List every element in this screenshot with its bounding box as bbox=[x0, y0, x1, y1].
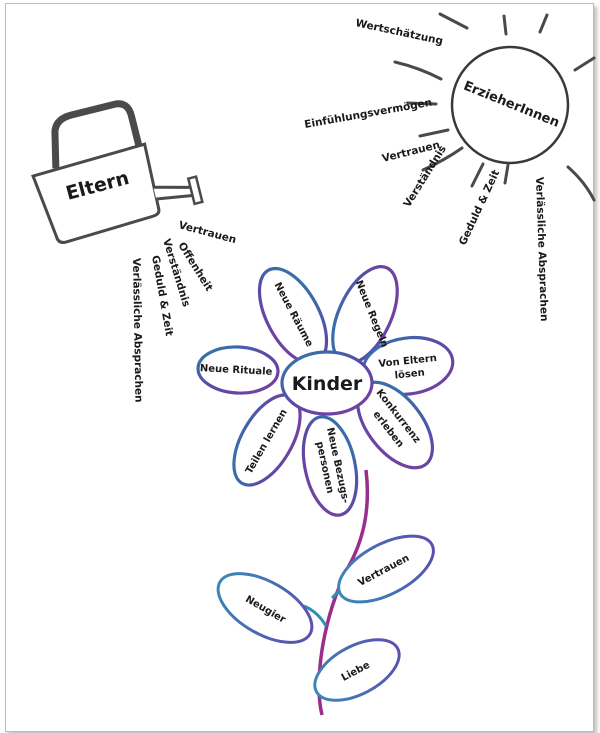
sun-ray-label: Einfühlungsvermögen bbox=[303, 97, 433, 131]
sun-ray bbox=[438, 12, 469, 30]
can-body bbox=[31, 142, 161, 244]
leaf-liebe-shape bbox=[313, 638, 401, 702]
can-water-label: Verlässliche Absprachen bbox=[130, 258, 145, 403]
flower-center: Kinder bbox=[280, 350, 374, 416]
sun-ray bbox=[538, 13, 549, 34]
leaf-liebe: Liebe bbox=[313, 638, 401, 702]
sun-ray bbox=[573, 56, 596, 72]
sun-ray bbox=[393, 60, 443, 81]
petal-bezugspersonen bbox=[301, 415, 359, 517]
watering-can bbox=[31, 100, 204, 244]
can-nozzle bbox=[186, 175, 204, 206]
sun-circle bbox=[450, 45, 570, 165]
flower-center-label: Kinder bbox=[292, 373, 363, 395]
sun: ErzieherInnen Wertschätzung Einfühlungsv… bbox=[303, 12, 596, 322]
sun-ray-label: Geduld & Zeit bbox=[457, 168, 502, 247]
petal-label-von-eltern-2: lösen bbox=[394, 367, 425, 381]
sun-ray-label: Wertschätzung bbox=[354, 17, 444, 47]
petal-label-rituale: Neue Rituale bbox=[200, 363, 273, 378]
petal-rituale bbox=[196, 345, 280, 395]
can-handle bbox=[51, 100, 144, 169]
leaf-stem-neugier bbox=[303, 604, 328, 627]
sun-ray bbox=[566, 165, 596, 202]
sun-ray bbox=[406, 101, 438, 106]
sun-ray bbox=[502, 14, 508, 36]
sun-ray bbox=[418, 128, 450, 138]
leaf-vertrauen: Vertrauen bbox=[337, 534, 435, 604]
flower-center-shape bbox=[280, 350, 374, 416]
sun-rays bbox=[393, 12, 596, 202]
leaf-neugier-shape bbox=[216, 572, 314, 644]
sun-ray bbox=[421, 146, 464, 172]
sun-ray bbox=[503, 163, 510, 185]
leaf-neugier: Neugier bbox=[216, 572, 314, 644]
sun-ray-label: Verlässliche Absprachen bbox=[533, 177, 550, 322]
leaf-vertrauen-shape bbox=[337, 534, 435, 604]
sun-ray bbox=[470, 162, 485, 188]
